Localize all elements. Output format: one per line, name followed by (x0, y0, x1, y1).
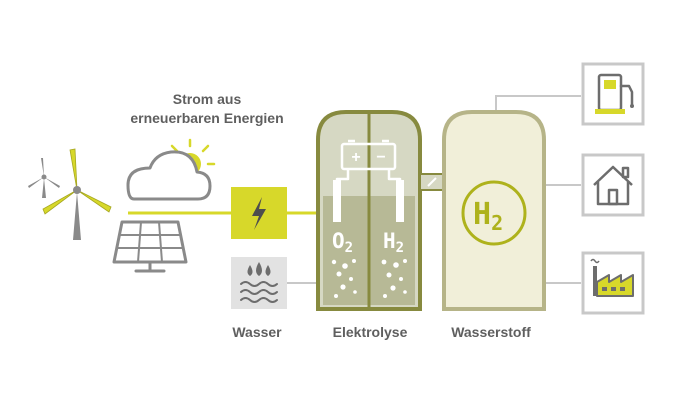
plus-sign: + (351, 149, 360, 166)
fuel-line (495, 95, 581, 116)
house-icon (593, 165, 633, 206)
factory-icon (590, 258, 634, 297)
electrolysis-label: Elektrolyse (332, 324, 408, 340)
renewable-power-line1: Strom aus (172, 91, 242, 107)
water-label: Wasser (232, 324, 282, 340)
waves-icon (240, 281, 278, 303)
hydrogen-tank: H2 (442, 110, 546, 311)
wind-turbine-icon (42, 148, 112, 240)
water-box (231, 257, 287, 309)
tank-h2-symbol: H2 (473, 197, 503, 235)
house-box (581, 153, 645, 217)
hydrogen-symbol: H2 (383, 229, 404, 256)
hydrogen-label: Wasserstoff (451, 324, 531, 340)
gas-bubbles (331, 259, 407, 298)
power-box (231, 187, 287, 239)
fuel-station-box (581, 62, 645, 126)
h2-badge (461, 180, 527, 246)
electrolysis-cell: + − O2 H2 (316, 110, 422, 311)
battery-icon (333, 139, 404, 222)
oxygen-symbol: O2 (332, 229, 353, 256)
fuel-pump-icon (595, 73, 634, 114)
cloud-icon (126, 150, 212, 201)
solar-panel-icon (112, 220, 188, 273)
renewable-power-label: Strom aus erneuerbaren Energien (122, 90, 292, 128)
minus-sign: − (376, 149, 385, 166)
transfer-pipe (419, 173, 445, 191)
water-drops-icon (247, 262, 271, 276)
factory-box (581, 251, 645, 315)
small-wind-turbine-icon (28, 158, 60, 198)
lightning-icon (252, 197, 266, 230)
renewable-power-line2: erneuerbaren Energien (130, 110, 284, 126)
